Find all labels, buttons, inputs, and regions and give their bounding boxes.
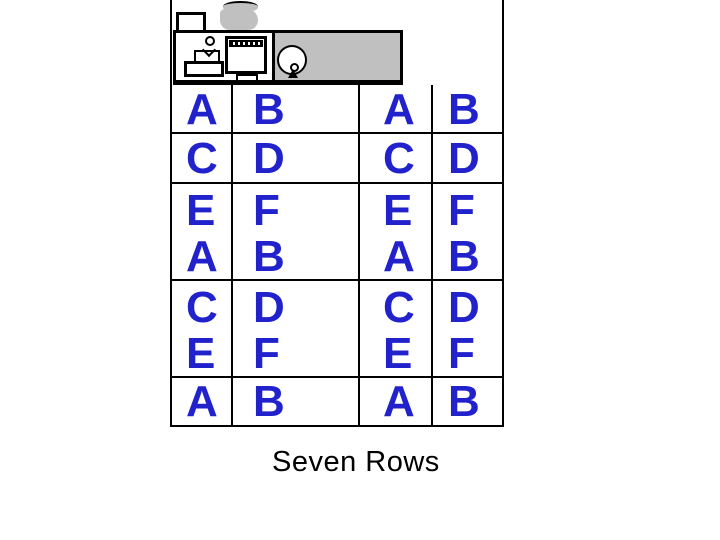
cell-letter: D: [448, 283, 480, 332]
table-cell: A: [360, 378, 433, 427]
cell-letter: F: [448, 186, 475, 235]
table-right-border: [502, 0, 504, 427]
cell-letter: E: [186, 329, 216, 378]
cell-letter: B: [253, 85, 285, 134]
table-cell: A: [360, 85, 433, 134]
monitor-stand: [236, 74, 258, 82]
cell-letter: C: [186, 134, 218, 183]
cell-letter: B: [448, 85, 480, 134]
cell-letter: B: [448, 232, 480, 281]
cell-letter: A: [186, 378, 218, 426]
cell-letter: A: [383, 378, 415, 426]
cell-letter: B: [448, 378, 480, 426]
table-cell: D: [433, 134, 502, 184]
table-cell: C: [172, 134, 233, 184]
monitor-titlebar: [229, 40, 263, 47]
cell-letter: A: [383, 85, 415, 134]
cell-letter: A: [186, 232, 218, 281]
table-cell: B: [233, 378, 360, 427]
cell-letter: A: [383, 232, 415, 281]
cell-letter: F: [253, 186, 280, 235]
jar-body: [220, 9, 258, 30]
cell-letter: F: [448, 329, 475, 378]
cell-letter: F: [253, 329, 280, 378]
table-cell: B: [233, 85, 360, 134]
table-cell: C: [360, 134, 433, 184]
printer-base: [184, 61, 224, 77]
toolbar-box: [173, 30, 403, 85]
cell-letter: A: [186, 85, 218, 134]
caption: Seven Rows: [272, 446, 440, 478]
cell-letter: C: [383, 283, 415, 332]
cell-letter: E: [383, 329, 413, 378]
table-cell: A: [172, 378, 233, 427]
table-cell: D: [233, 134, 360, 184]
person-body: [288, 69, 298, 78]
cell-letter: C: [383, 134, 415, 183]
cell-letter: D: [253, 134, 285, 183]
table-cell: B: [433, 378, 502, 427]
table-left-border: [170, 0, 172, 427]
cell-letter: D: [253, 283, 285, 332]
cell-letter: E: [383, 186, 413, 235]
table-cell: A: [172, 85, 233, 134]
cell-letter: E: [186, 186, 216, 235]
table-cell: B: [433, 85, 502, 134]
cell-letter: B: [253, 232, 285, 281]
jar-icon: [223, 1, 258, 12]
cell-letter: D: [448, 134, 480, 183]
plug-icon: [205, 36, 215, 46]
cell-letter: B: [253, 378, 285, 426]
monitor-icon: [225, 36, 267, 74]
cell-letter: C: [186, 283, 218, 332]
